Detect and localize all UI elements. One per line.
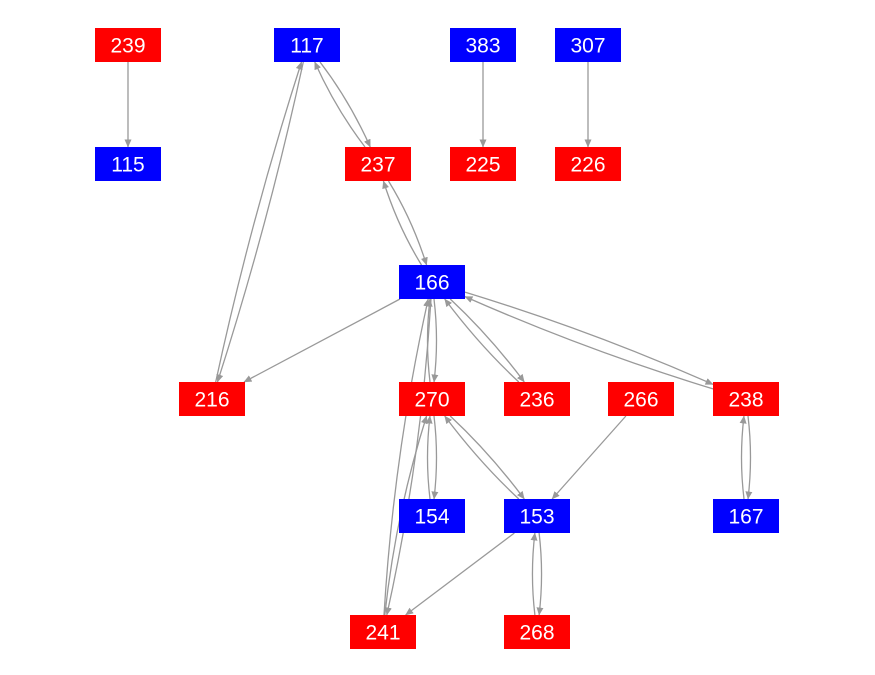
- edge-166-238: [464, 291, 714, 385]
- node-box-117[interactable]: [274, 28, 340, 62]
- node-box-115[interactable]: [95, 147, 161, 181]
- node-label-167: 167: [728, 506, 763, 529]
- node-label-153: 153: [519, 506, 554, 529]
- node-label-307: 307: [570, 35, 605, 58]
- edge-266-153: [551, 415, 627, 500]
- node-box-383[interactable]: [450, 28, 516, 62]
- node-box-237[interactable]: [345, 147, 411, 181]
- node-box-226[interactable]: [555, 147, 621, 181]
- node-label-117: 117: [290, 35, 323, 58]
- edge-238-166: [464, 296, 714, 390]
- node-box-236[interactable]: [504, 382, 570, 416]
- edge-153-270: [444, 415, 520, 500]
- node-box-270[interactable]: [399, 382, 465, 416]
- node-label-268: 268: [519, 622, 554, 645]
- node-label-241: 241: [365, 622, 400, 645]
- node-307[interactable]: 307: [555, 28, 621, 62]
- node-237[interactable]: 237: [345, 147, 411, 181]
- node-226[interactable]: 226: [555, 147, 621, 181]
- node-label-226: 226: [570, 154, 605, 177]
- node-label-237: 237: [360, 154, 395, 177]
- node-268[interactable]: 268: [504, 615, 570, 649]
- node-241[interactable]: 241: [350, 615, 416, 649]
- node-box-266[interactable]: [608, 382, 674, 416]
- node-box-307[interactable]: [555, 28, 621, 62]
- edge-238-167: [745, 415, 753, 500]
- node-box-167[interactable]: [713, 499, 779, 533]
- edge-236-166: [444, 298, 520, 383]
- node-label-270: 270: [414, 389, 449, 412]
- node-label-239: 239: [110, 35, 145, 58]
- edge-268-153: [530, 532, 538, 616]
- edge-166-270: [431, 298, 439, 383]
- edge-270-153: [449, 415, 525, 500]
- edge-153-268: [536, 532, 544, 616]
- node-225[interactable]: 225: [450, 147, 516, 181]
- edge-117-237: [319, 61, 371, 148]
- node-box-241[interactable]: [350, 615, 416, 649]
- node-box-225[interactable]: [450, 147, 516, 181]
- edge-153-241: [405, 532, 515, 616]
- node-label-383: 383: [465, 35, 500, 58]
- node-label-266: 266: [623, 389, 658, 412]
- edge-166-237: [382, 180, 423, 266]
- node-label-238: 238: [728, 389, 763, 412]
- node-label-166: 166: [414, 272, 449, 295]
- node-266[interactable]: 266: [608, 382, 674, 416]
- edge-117-216: [216, 61, 304, 383]
- node-153[interactable]: 153: [504, 499, 570, 533]
- node-154[interactable]: 154: [399, 499, 465, 533]
- node-236[interactable]: 236: [504, 382, 570, 416]
- node-166[interactable]: 166: [399, 265, 465, 299]
- node-label-154: 154: [414, 506, 449, 529]
- node-box-153[interactable]: [504, 499, 570, 533]
- node-label-225: 225: [465, 154, 500, 177]
- edge-216-117: [215, 61, 303, 383]
- node-238[interactable]: 238: [713, 382, 779, 416]
- node-115[interactable]: 115: [95, 147, 161, 181]
- node-167[interactable]: 167: [713, 499, 779, 533]
- node-270[interactable]: 270: [399, 382, 465, 416]
- node-239[interactable]: 239: [95, 28, 161, 62]
- node-label-115: 115: [111, 154, 144, 177]
- edge-237-117: [314, 61, 366, 148]
- node-label-216: 216: [194, 389, 229, 412]
- node-383[interactable]: 383: [450, 28, 516, 62]
- edge-166-216: [243, 298, 401, 383]
- edge-270-154: [431, 415, 439, 500]
- edge-154-270: [425, 415, 433, 500]
- node-216[interactable]: 216: [179, 382, 245, 416]
- edge-166-236: [449, 298, 525, 383]
- edge-167-238: [739, 415, 747, 500]
- node-box-268[interactable]: [504, 615, 570, 649]
- node-box-154[interactable]: [399, 499, 465, 533]
- edge-241-166: [383, 298, 430, 616]
- node-117[interactable]: 117: [274, 28, 340, 62]
- edge-237-166: [387, 180, 428, 266]
- node-box-238[interactable]: [713, 382, 779, 416]
- node-box-166[interactable]: [399, 265, 465, 299]
- edge-166-241: [385, 298, 432, 616]
- node-label-236: 236: [519, 389, 554, 412]
- node-box-239[interactable]: [95, 28, 161, 62]
- node-box-216[interactable]: [179, 382, 245, 416]
